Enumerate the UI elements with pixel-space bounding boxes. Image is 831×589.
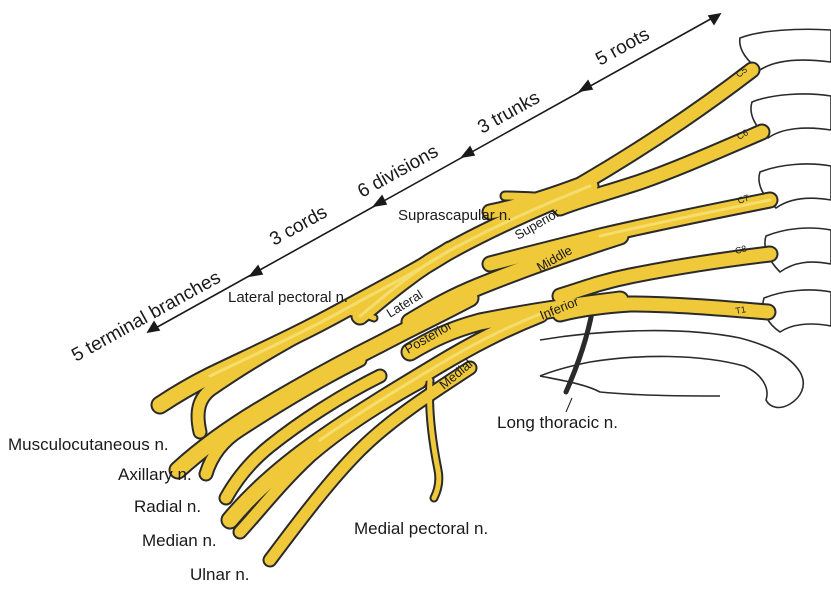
tick-branches-cords [250, 266, 262, 276]
label-long-thoracic: Long thoracic n. [497, 413, 618, 432]
label-median: Median n. [142, 531, 217, 550]
label-region-roots: 5 roots [592, 24, 653, 71]
label-region-branches: 5 terminal branches [68, 267, 224, 366]
label-ulnar: Ulnar n. [190, 565, 250, 584]
nerve-network [160, 70, 770, 560]
label-root-t1: T1 [735, 304, 747, 316]
label-suprascapular: Suprascapular n. [398, 207, 511, 224]
tick-trunks-roots [580, 81, 592, 91]
label-radial: Radial n. [134, 497, 201, 516]
root-labels: C5 C6 C7 C8 T1 [734, 64, 751, 316]
label-axillary: Axillary n. [118, 465, 192, 484]
tick-divisions-trunks [462, 147, 474, 157]
tick-cords-divisions [374, 196, 386, 206]
label-musculocutaneous: Musculocutaneous n. [8, 435, 169, 454]
label-medial-pectoral: Medial pectoral n. [354, 519, 488, 538]
leader-long-thoracic [566, 398, 572, 412]
region-arrows [148, 14, 720, 332]
label-region-cords: 3 cords [266, 202, 331, 251]
label-lateral-pectoral: Lateral pectoral n. [228, 289, 348, 306]
arrow-head-right [709, 14, 720, 24]
